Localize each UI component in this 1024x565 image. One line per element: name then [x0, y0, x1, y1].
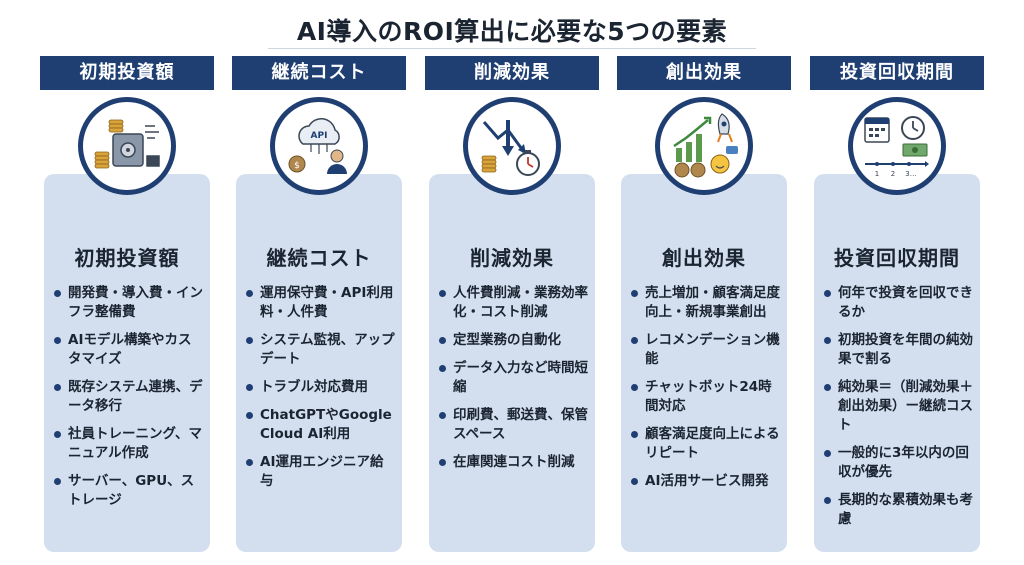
- list-item: 定型業務の自動化: [439, 331, 589, 350]
- column-card: [814, 174, 980, 552]
- timeline-label: 1: [875, 170, 879, 178]
- bullet-icon: [54, 337, 61, 344]
- calendar-timeline-icon: 1 2 3…: [848, 97, 946, 195]
- list-item: システム監視、アップデート: [246, 331, 396, 369]
- growth-rocket-icon: [655, 97, 753, 195]
- title-divider: [268, 48, 756, 49]
- list-item: ChatGPTやGoogle Cloud AI利用: [246, 406, 396, 444]
- bullet-icon: [631, 337, 638, 344]
- list-item: 開発費・導入費・インフラ整備費: [54, 284, 204, 322]
- item-list: 運用保守費・API利用料・人件費 システム監視、アップデート トラブル対応費用 …: [246, 284, 396, 500]
- bullet-icon: [439, 337, 446, 344]
- bullet-icon: [439, 412, 446, 419]
- column-card: [236, 174, 402, 552]
- item-list: 開発費・導入費・インフラ整備費 AIモデル構築やカスタマイズ 既存システム連携、…: [54, 284, 204, 519]
- bullet-icon: [246, 459, 253, 466]
- page-title: AI導入のROI算出に必要な5つの要素: [296, 17, 728, 46]
- card-title: 初期投資額: [74, 246, 180, 270]
- timeline-label: 2: [891, 170, 895, 178]
- card-title: 創出効果: [662, 246, 746, 270]
- list-item: 初期投資を年間の純効果で割る: [824, 331, 974, 369]
- bullet-icon: [631, 478, 638, 485]
- column-reduction-effect: 削減効果 削減効果 人件費削減・業務効率化・コスト削減 定型業務の自動化 データ…: [425, 56, 599, 556]
- list-item: 一般的に3年以内の回収が優先: [824, 444, 974, 482]
- item-list: 売上増加・顧客満足度向上・新規事業創出 レコメンデーション機能 チャットボット2…: [631, 284, 781, 500]
- column-initial-investment: 初期投資額 初期投資額 開発費・導入費・インフラ整備費 AIモデル構築やカスタマ…: [40, 56, 214, 556]
- list-item: 売上増加・顧客満足度向上・新規事業創出: [631, 284, 781, 322]
- bullet-icon: [439, 459, 446, 466]
- bullet-icon: [631, 431, 638, 438]
- bullet-icon: [54, 431, 61, 438]
- list-item: 人件費削減・業務効率化・コスト削減: [439, 284, 589, 322]
- bullet-icon: [246, 337, 253, 344]
- list-item: サーバー、GPU、ストレージ: [54, 472, 204, 510]
- list-item: 何年で投資を回収できるか: [824, 284, 974, 322]
- list-item: 印刷費、郵送費、保管スペース: [439, 406, 589, 444]
- card-title: 削減効果: [470, 246, 554, 270]
- bullet-icon: [54, 290, 61, 297]
- column-header: 創出効果: [617, 56, 791, 90]
- svg-text:API: API: [311, 131, 328, 141]
- list-item: チャットボット24時間対応: [631, 378, 781, 416]
- list-item: トラブル対応費用: [246, 378, 396, 397]
- column-header: 削減効果: [425, 56, 599, 90]
- list-item: レコメンデーション機能: [631, 331, 781, 369]
- down-chart-stopwatch-icon: [463, 97, 561, 195]
- svg-text:$: $: [294, 161, 300, 171]
- column-header: 投資回収期間: [810, 56, 984, 90]
- bullet-icon: [824, 384, 831, 391]
- bullet-icon: [246, 290, 253, 297]
- column-card: [621, 174, 787, 552]
- bullet-icon: [54, 384, 61, 391]
- list-item: データ入力など時間短縮: [439, 359, 589, 397]
- card-title: 投資回収期間: [834, 246, 960, 270]
- bullet-icon: [631, 290, 638, 297]
- list-item: AI活用サービス開発: [631, 472, 781, 491]
- list-item: AIモデル構築やカスタマイズ: [54, 331, 204, 369]
- bullet-icon: [54, 478, 61, 485]
- item-list: 人件費削減・業務効率化・コスト削減 定型業務の自動化 データ入力など時間短縮 印…: [439, 284, 589, 481]
- column-creation-effect: 創出効果 創出効果 売上増加・顧客満足度向上・新規事業創出 レコメンデーション機…: [617, 56, 791, 556]
- bullet-icon: [631, 384, 638, 391]
- column-header: 継続コスト: [232, 56, 406, 90]
- list-item: AI運用エンジニア給与: [246, 453, 396, 491]
- bullet-icon: [439, 365, 446, 372]
- bullet-icon: [439, 290, 446, 297]
- bullet-icon: [246, 384, 253, 391]
- column-payback-period: 投資回収期間 1 2 3… 投資回収期間 何年で投資を回収できるか 初期投資を: [810, 56, 984, 556]
- list-item: 既存システム連携、データ移行: [54, 378, 204, 416]
- column-header: 初期投資額: [40, 56, 214, 90]
- card-title: 継続コスト: [266, 246, 372, 270]
- bullet-icon: [824, 450, 831, 457]
- column-running-cost: 継続コスト API $ 継続コスト 運用保守費・API利用料・人件費 システム監…: [232, 56, 406, 556]
- list-item: 運用保守費・API利用料・人件費: [246, 284, 396, 322]
- bullet-icon: [246, 412, 253, 419]
- bullet-icon: [824, 290, 831, 297]
- column-card: [429, 174, 595, 552]
- bullet-icon: [824, 497, 831, 504]
- list-item: 社員トレーニング、マニュアル作成: [54, 425, 204, 463]
- api-cloud-icon: API $: [270, 97, 368, 195]
- item-list: 何年で投資を回収できるか 初期投資を年間の純効果で割る 純効果＝（削減効果＋創出…: [824, 284, 974, 538]
- column-card: [44, 174, 210, 552]
- list-item: 顧客満足度向上によるリピート: [631, 425, 781, 463]
- bullet-icon: [824, 337, 831, 344]
- safe-coins-icon: [78, 97, 176, 195]
- list-item: 純効果＝（削減効果＋創出効果）ー継続コスト: [824, 378, 974, 435]
- timeline-label: 3…: [905, 170, 916, 178]
- list-item: 在庫関連コスト削減: [439, 453, 589, 472]
- list-item: 長期的な累積効果も考慮: [824, 491, 974, 529]
